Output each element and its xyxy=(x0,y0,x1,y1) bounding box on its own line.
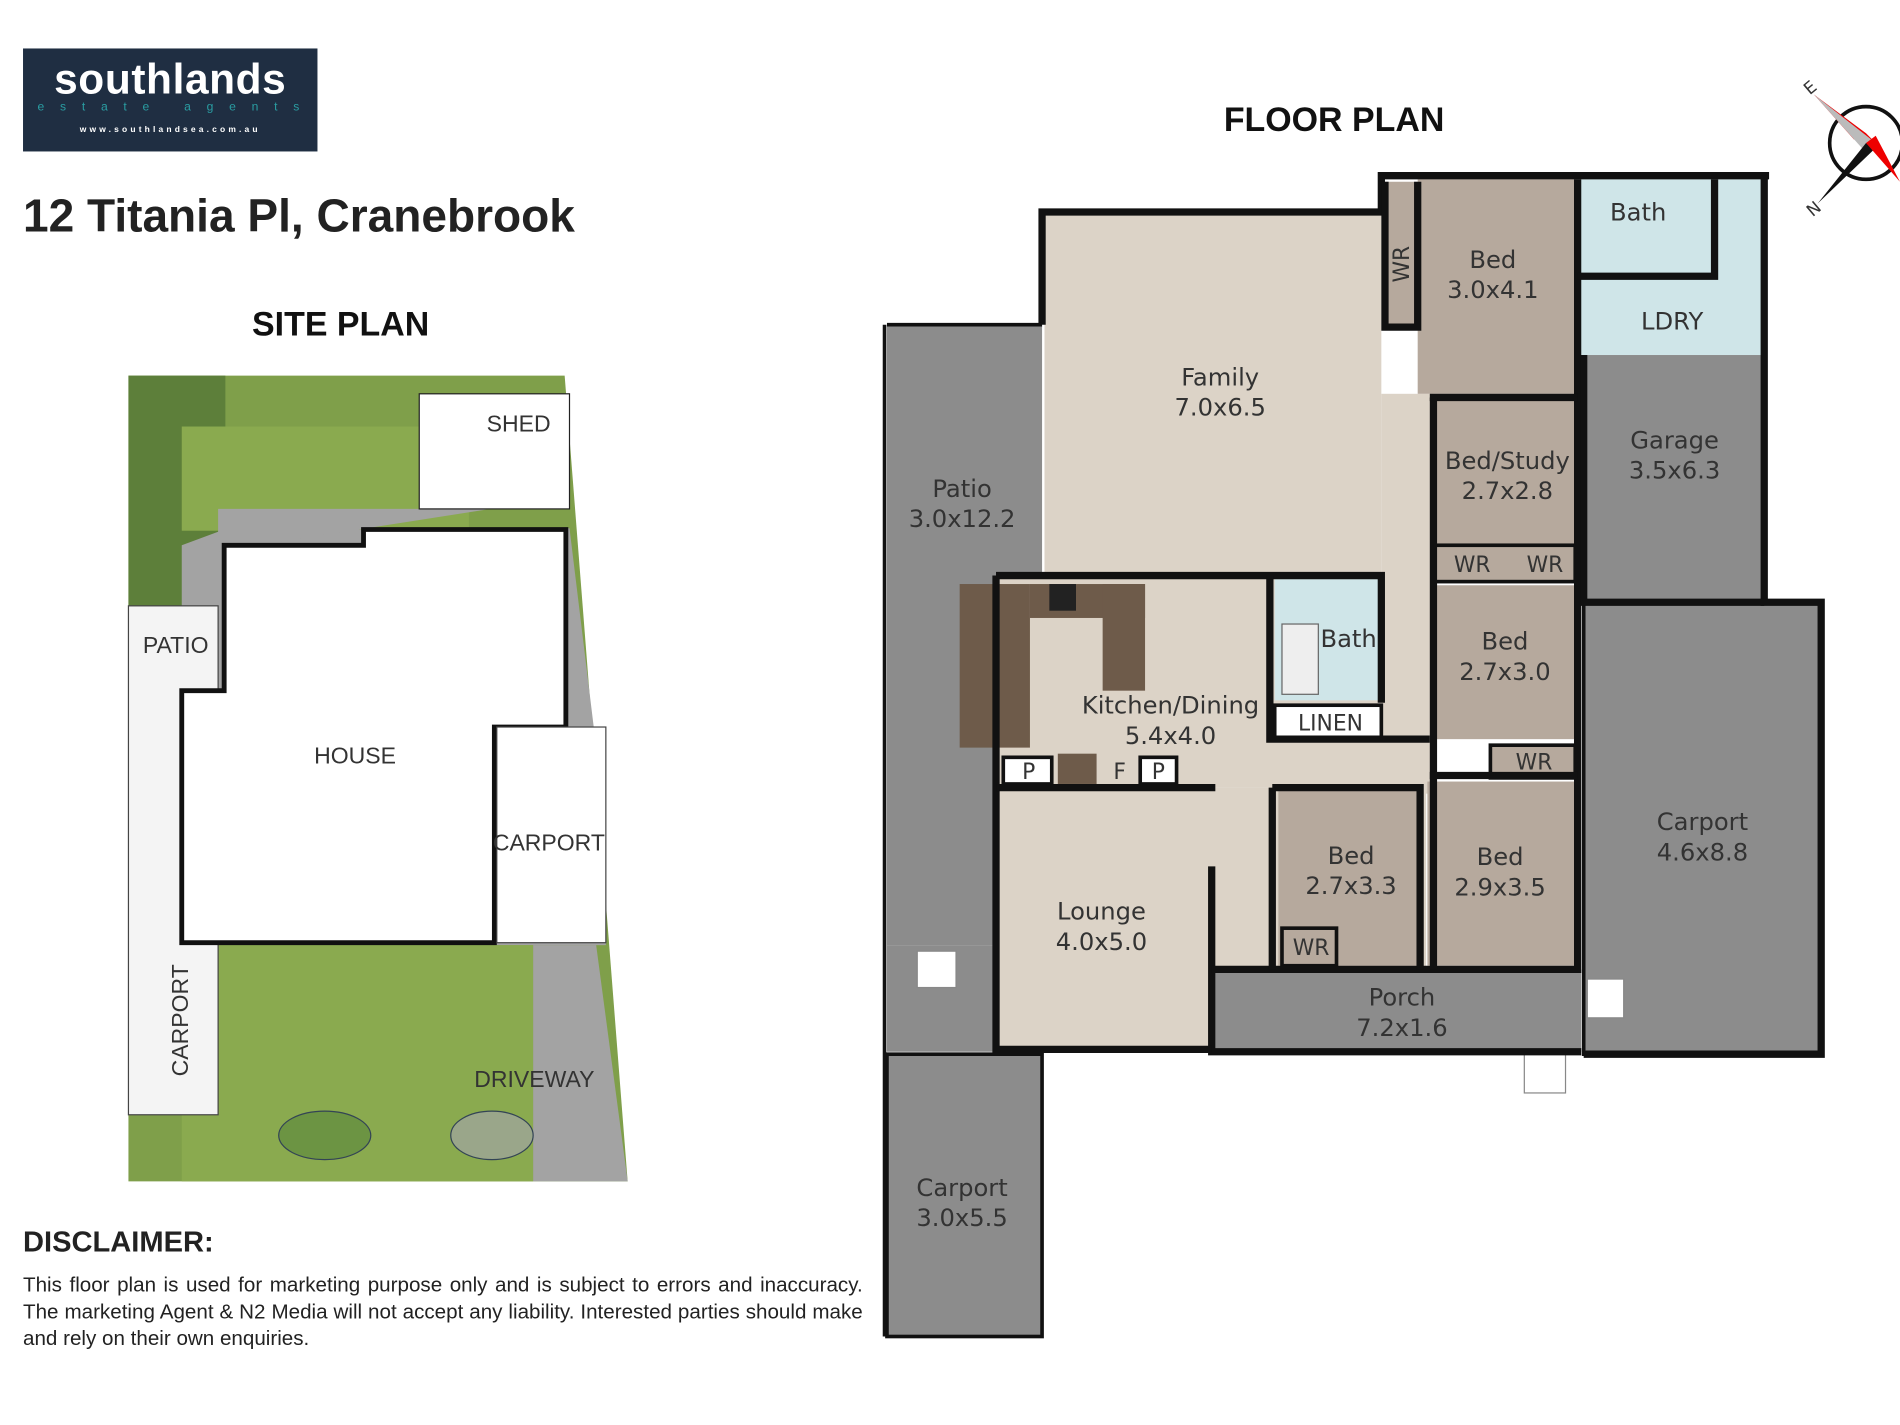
floor-plan: Family 7.0x6.5 Patio 3.0x12.2 Kitchen/Di… xyxy=(882,172,1825,1339)
kitchen-bench xyxy=(1102,584,1146,691)
room-carport-right-dims: 4.6x8.8 xyxy=(1657,838,1748,866)
property-address: 12 Titania Pl, Cranebrook xyxy=(23,191,575,243)
shed-area xyxy=(418,393,571,510)
fridge-label: F xyxy=(1113,760,1126,785)
room-linen: LINEN xyxy=(1298,712,1363,737)
room-family-name: Family xyxy=(1181,363,1259,391)
room-bath-top: Bath xyxy=(1610,199,1666,227)
room-carport-left-name: Carport xyxy=(916,1174,1007,1202)
cooktop xyxy=(1049,584,1076,611)
floor-plan-title: FLOOR PLAN xyxy=(1223,100,1445,139)
room-patio-name: Patio xyxy=(932,475,991,503)
bed2-floor xyxy=(1433,585,1576,740)
disclaimer-text: This floor plan is used for marketing pu… xyxy=(23,1273,863,1350)
wr-label: WR xyxy=(1516,750,1553,775)
bed4-floor xyxy=(1427,781,1576,966)
room-bed4-dims: 2.9x3.5 xyxy=(1454,873,1545,901)
room-family-dims: 7.0x6.5 xyxy=(1174,394,1265,422)
compass-icon: E N xyxy=(1800,76,1900,220)
room-porch-name: Porch xyxy=(1369,984,1436,1012)
room-porch-dims: 7.2x1.6 xyxy=(1356,1014,1447,1042)
compass-east: E xyxy=(1800,76,1821,98)
house-outline xyxy=(179,527,569,946)
room-ldry: LDRY xyxy=(1641,308,1703,336)
agency-logo: southlands estate agents www.southlandse… xyxy=(23,48,318,152)
wr-floor xyxy=(1384,181,1418,328)
room-bed1-name: Bed xyxy=(1469,246,1516,274)
room-lounge-name: Lounge xyxy=(1057,898,1146,926)
disclaimer-title: DISCLAIMER: xyxy=(23,1226,214,1259)
path xyxy=(218,460,491,552)
site-label-patio: PATIO xyxy=(143,632,209,658)
hall-floor xyxy=(1381,393,1434,794)
pantry-label: P xyxy=(1152,760,1165,785)
bed1-floor xyxy=(1417,179,1578,394)
logo-url: www.southlandsea.com.au xyxy=(79,126,261,135)
room-bed2-name: Bed xyxy=(1481,627,1528,655)
room-bed-study-name: Bed/Study xyxy=(1445,447,1570,475)
wr-label: WR xyxy=(1390,246,1415,283)
steps xyxy=(1586,978,1625,1019)
logo-brand: southlands xyxy=(54,55,287,103)
wr-label: WR xyxy=(1293,936,1330,961)
carport-left-floor xyxy=(885,1052,1044,1339)
bathtub xyxy=(1281,623,1319,695)
wr-label: WR xyxy=(1454,553,1491,578)
steps xyxy=(1523,1053,1567,1094)
pantry-label: P xyxy=(1022,760,1035,785)
site-label-house: HOUSE xyxy=(314,742,396,768)
site-label-shed: SHED xyxy=(487,410,551,436)
room-bed-study-dims: 2.7x2.8 xyxy=(1462,477,1553,505)
room-garage-dims: 3.5x6.3 xyxy=(1629,457,1720,485)
room-kitchen-dims: 5.4x4.0 xyxy=(1125,722,1216,750)
room-bed3-name: Bed xyxy=(1328,842,1375,870)
site-plan: SHED PATIO HOUSE CARPORT CARPORT DRIVEWA… xyxy=(127,375,628,1182)
garden-bed-round xyxy=(278,1110,372,1161)
site-label-carport: CARPORT xyxy=(493,830,605,856)
site-plan-title: SITE PLAN xyxy=(252,305,430,343)
room-garage-name: Garage xyxy=(1630,426,1719,454)
wr-floor xyxy=(1280,926,1339,968)
steps xyxy=(916,950,957,989)
room-bath-mid: Bath xyxy=(1320,625,1376,653)
garage-floor xyxy=(1583,355,1766,603)
site-label-driveway: DRIVEWAY xyxy=(474,1066,594,1092)
bed-study-floor xyxy=(1433,397,1576,546)
room-patio-dims: 3.0x12.2 xyxy=(909,505,1016,533)
porch-floor xyxy=(1211,969,1582,1052)
room-lounge-dims: 4.0x5.0 xyxy=(1056,928,1147,956)
room-bed3-dims: 2.7x3.3 xyxy=(1305,872,1396,900)
room-bed2-dims: 2.7x3.0 xyxy=(1459,658,1550,686)
logo-subtitle: estate agents xyxy=(37,100,316,114)
room-bed4-name: Bed xyxy=(1477,843,1524,871)
compass-north: N xyxy=(1802,197,1825,220)
carport-right-area xyxy=(496,726,607,944)
fridge-space xyxy=(1057,753,1097,784)
family-floor xyxy=(1044,212,1382,576)
wr-label: WR xyxy=(1527,553,1564,578)
room-carport-left-dims: 3.0x5.5 xyxy=(916,1204,1007,1232)
garden-bed-round xyxy=(450,1110,534,1161)
room-kitchen-name: Kitchen/Dining xyxy=(1082,692,1259,720)
bath-laundry-floor xyxy=(1577,179,1765,356)
site-label-carport-left: CARPORT xyxy=(167,964,193,1076)
walls xyxy=(992,172,1825,1058)
room-carport-right-name: Carport xyxy=(1657,808,1748,836)
room-bed1-dims: 3.0x4.1 xyxy=(1447,276,1538,304)
